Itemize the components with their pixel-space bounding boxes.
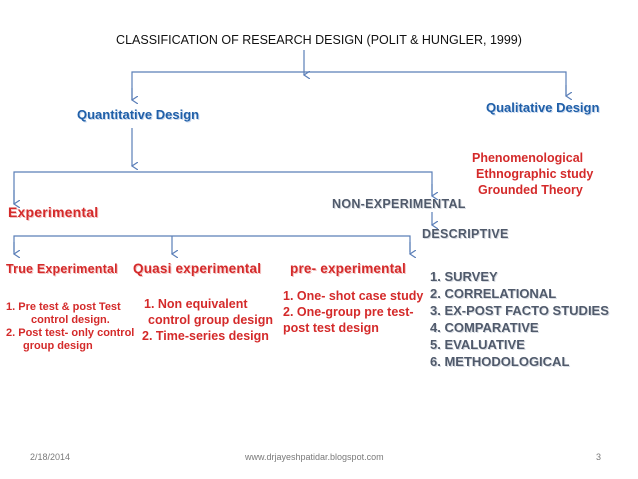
quantitative-design-label: Quantitative Design <box>77 107 200 122</box>
true-experimental-item: 1. Pre test & post Test <box>6 301 121 313</box>
descriptive-item: 6. METHODOLOGICAL <box>430 354 570 369</box>
experimental-label: Experimental <box>8 204 99 220</box>
pre-experimental-item: 1. One- shot case study <box>283 289 424 303</box>
true-experimental-item: group design <box>23 340 93 352</box>
descriptive-label: DESCRIPTIVE <box>422 227 509 241</box>
quantitative-branch-line <box>13 171 433 204</box>
diagram-title: CLASSIFICATION OF RESEARCH DESIGN (POLIT… <box>116 33 522 47</box>
quasi-experimental-item: 1. Non equivalent <box>144 297 248 311</box>
true-experimental-item: 2. Post test- only control <box>6 327 135 339</box>
qualitative-items: Phenomenological Ethnographic study Grou… <box>472 150 593 198</box>
qualitative-item: Ethnographic study <box>476 167 594 181</box>
descriptive-item: 3. EX-POST FACTO STUDIES <box>430 303 609 318</box>
descriptive-item: 2. CORRELATIONAL <box>430 286 557 301</box>
pre-experimental-item: 2. One-group pre test- <box>283 305 414 319</box>
pre-experimental-label: pre- experimental <box>290 261 406 276</box>
qualitative-design-label: Qualitative Design <box>486 100 600 115</box>
descriptive-item: 5. EVALUATIVE <box>430 337 525 352</box>
descriptive-item: 1. SURVEY <box>430 269 498 284</box>
true-experimental-items: 1. Pre test & post Test control design. … <box>6 301 134 353</box>
footer-date: 2/18/2014 <box>30 452 71 462</box>
true-experimental-label: True Experimental <box>6 262 118 276</box>
top-branch-line <box>131 71 567 100</box>
footer-url: www.drjayeshpatidar.blogspot.com <box>245 452 384 462</box>
true-experimental-item: control design. <box>31 314 110 326</box>
non-experimental-label: NON-EXPERIMENTAL <box>332 197 466 211</box>
experimental-branch-line <box>13 235 411 252</box>
descriptive-items: 1. SURVEY 2. CORRELATIONAL 3. EX-POST FA… <box>430 268 609 370</box>
qualitative-item: Grounded Theory <box>478 183 583 197</box>
qualitative-item: Phenomenological <box>472 151 584 165</box>
footer-page-number: 3 <box>596 452 602 462</box>
descriptive-item: 4. COMPARATIVE <box>430 320 539 335</box>
pre-experimental-items: 1. One- shot case study 2. One-group pre… <box>283 288 423 336</box>
quasi-experimental-label: Quasi experimental <box>133 261 262 276</box>
pre-experimental-item: post test design <box>283 321 379 335</box>
quasi-experimental-item: 2. Time-series design <box>142 329 269 343</box>
quasi-experimental-items: 1. Non equivalent control group design 2… <box>142 296 273 344</box>
quasi-experimental-item: control group design <box>148 313 273 327</box>
